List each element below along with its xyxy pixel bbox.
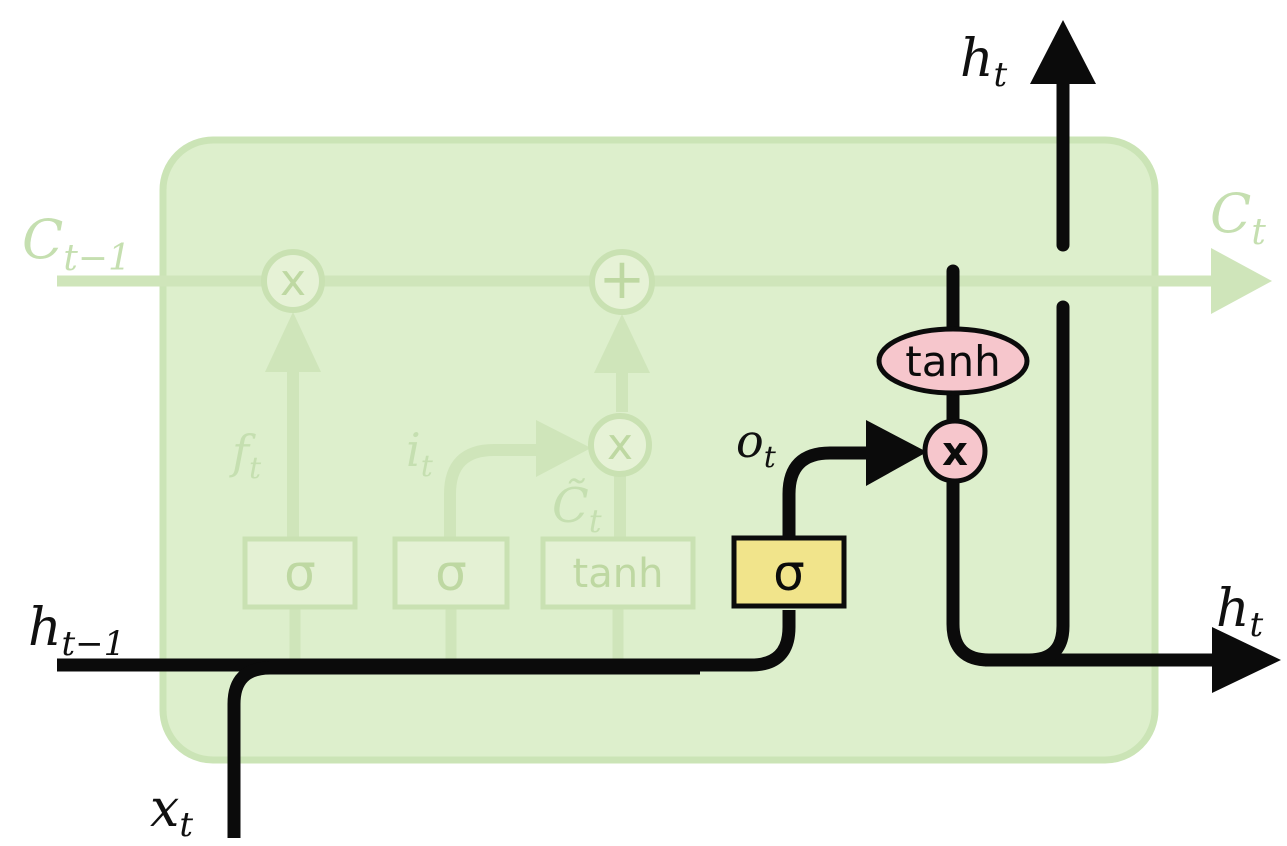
candidate-sum-arrowhead-icon <box>594 314 650 373</box>
forget-multiply-glyph: x <box>280 255 306 306</box>
hidden-state-output-arrowhead-icon <box>1212 627 1281 693</box>
candidate-label: C̃t <box>552 476 602 540</box>
output-multiply-glyph: x <box>942 429 968 475</box>
hidden-state-prev-label: ht−1 <box>28 598 125 664</box>
hidden-state-up-branch-lower <box>1022 300 1070 667</box>
input-gate-curve <box>444 444 540 540</box>
cell-state-arrowhead-icon <box>1211 248 1272 314</box>
input-sigma-box <box>392 536 510 610</box>
hidden-state-input-line <box>57 610 796 672</box>
hidden-state-out-top-label: ht <box>960 29 1008 95</box>
multiply-to-output-line <box>946 481 990 667</box>
candidate-tanh-box <box>540 536 696 610</box>
output-sigma-glyph: σ <box>773 544 805 602</box>
forget-multiply-op <box>261 249 325 313</box>
cell-state-prev-label: Ct−1 <box>22 208 131 279</box>
forget-gate-arrowhead-icon <box>265 312 321 372</box>
forget-sigma-box <box>242 536 358 610</box>
input-sigma-glyph: σ <box>435 544 467 602</box>
forget-gate-label: ft <box>229 425 262 486</box>
output-sigma-box <box>731 535 847 609</box>
output-tanh-glyph: tanh <box>905 337 1000 386</box>
forget-sigma-glyph: σ <box>284 544 316 602</box>
input-gate-label: it <box>406 423 434 484</box>
x-input-line <box>227 661 700 838</box>
state-add-glyph: + <box>599 247 646 312</box>
output-gate-label: ot <box>736 414 777 475</box>
hidden-state-up-arrowhead-icon <box>1030 20 1096 84</box>
output-tanh-ellipse <box>876 326 1030 396</box>
input-multiply-glyph: x <box>607 419 633 470</box>
hidden-state-out-right-label: ht <box>1216 579 1264 645</box>
input-gate-arrowhead-icon <box>536 420 591 477</box>
faded-gate-boxes: σ σ tanh <box>242 536 696 610</box>
x-input-label: xt <box>150 779 193 845</box>
input-multiply-op <box>588 413 652 477</box>
state-add-op <box>589 249 655 315</box>
cell-state-next-label: Ct <box>1210 182 1266 253</box>
faded-gate-input-stems <box>289 606 624 662</box>
output-gate-arrowhead-icon <box>866 420 927 486</box>
candidate-tanh-glyph: tanh <box>573 551 664 597</box>
output-gate-curve <box>782 446 870 538</box>
faded-operator-circles: x + x <box>261 247 655 477</box>
